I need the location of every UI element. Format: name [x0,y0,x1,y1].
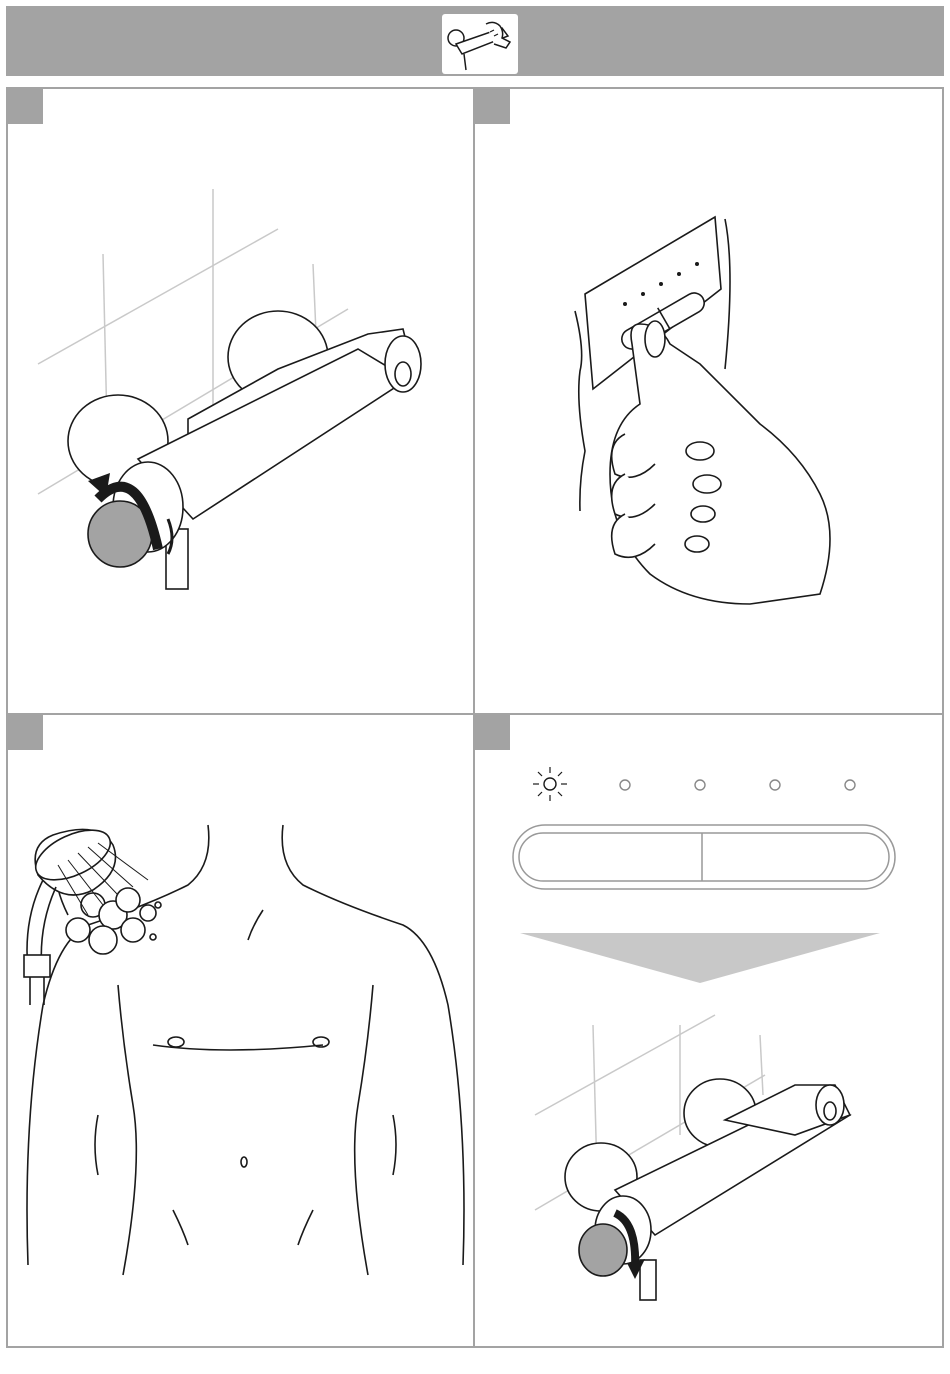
panel-step-4 [475,715,942,1346]
indicator-light-then-turn-knob-illustration [475,715,942,1346]
shower-on-body-illustration [8,715,473,1346]
panel-step-1 [8,89,473,713]
header-bar [6,6,944,76]
button-pill [513,825,895,889]
indicator-lights [533,767,855,801]
thermostat-mixer-icon [442,14,518,74]
press-button-with-thumb-illustration [475,89,942,713]
panel-step-2 [475,89,942,713]
panel-step-3 [8,715,473,1346]
turn-thermostat-knob-illustration [8,89,473,713]
down-arrow-icon [520,933,880,983]
